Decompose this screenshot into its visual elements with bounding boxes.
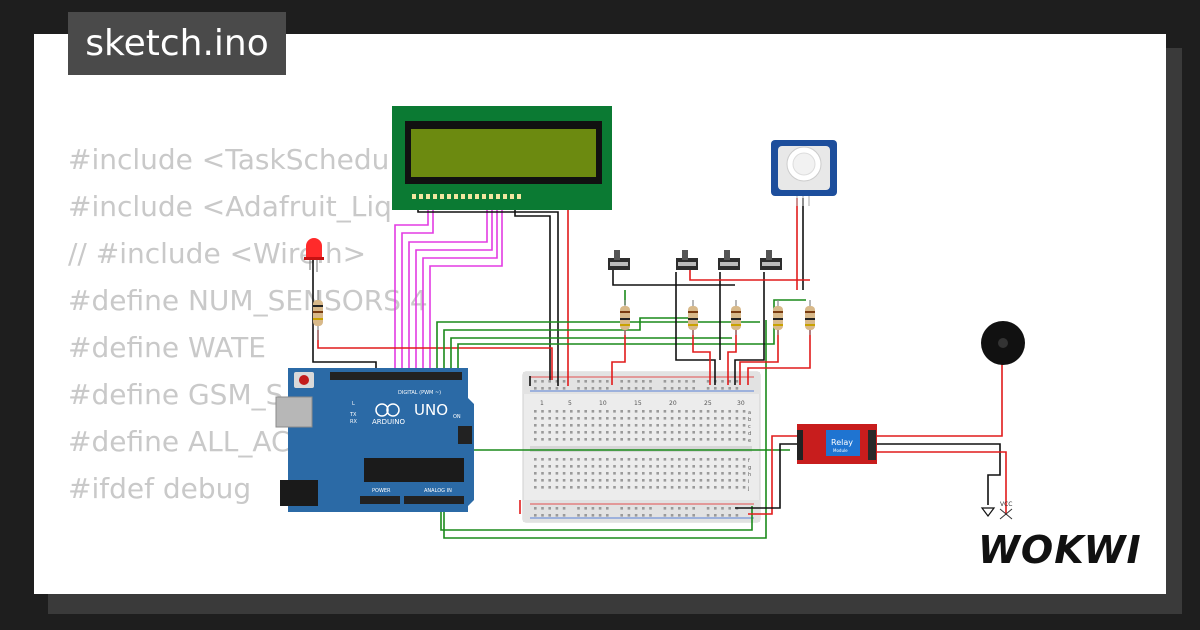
code-line: #define NUM_SENSORS 4: [68, 284, 428, 317]
wokwi-logo: WOKWI: [978, 528, 1142, 572]
resistor[interactable]: [773, 300, 783, 335]
breadboard-row-letter: e: [748, 438, 751, 444]
buzzer[interactable]: [981, 321, 1025, 365]
breadboard-row-letter: f: [748, 458, 750, 464]
resistor[interactable]: [688, 300, 698, 335]
breadboard-holes: [534, 380, 746, 517]
code-line: // #include <Wire.h>: [68, 237, 367, 270]
slide-switch[interactable]: [760, 250, 782, 270]
resistor[interactable]: [805, 300, 815, 335]
led-red[interactable]: [304, 238, 324, 272]
arduino-rx-label: RX: [350, 419, 357, 425]
breadboard-row-letter: i: [748, 479, 749, 485]
breadboard-row-letter: g: [748, 465, 751, 471]
slide-switch[interactable]: [608, 250, 630, 270]
arduino-on-label: ON: [453, 414, 461, 420]
arduino-brand-label: ARDUINO: [372, 418, 405, 426]
relay-label: Relay: [831, 438, 853, 447]
breadboard-number: 10: [599, 400, 607, 407]
breadboard-number: 5: [568, 400, 572, 407]
slide-switch[interactable]: [676, 250, 698, 270]
resistor[interactable]: [620, 300, 630, 335]
breadboard-row-letter: c: [748, 424, 751, 430]
arduino-digital-label: DIGITAL (PWM ~): [398, 390, 441, 396]
breadboard-number: 1: [540, 400, 544, 407]
arduino-tx-label: TX: [349, 412, 357, 418]
breadboard-row-letter: b: [748, 417, 751, 423]
breadboard-number: 15: [634, 400, 642, 407]
breadboard-row-letter: j: [747, 486, 749, 492]
code-line: #include <Adafruit_Liq: [68, 190, 392, 223]
arduino-l-label: L: [352, 401, 355, 407]
breadboard-row-letter: a: [748, 410, 751, 416]
lcd-display[interactable]: [392, 106, 612, 210]
code-line: #define WATE: [68, 331, 266, 364]
arduino-model-label: UNO: [414, 401, 448, 419]
relay-sublabel: Module: [833, 448, 848, 453]
wires: [312, 198, 1007, 539]
arduino-uno-board[interactable]: UNO ARDUINO DIGITAL (PWM ~) POWER ANALOG…: [275, 368, 474, 512]
breadboard-number: 30: [737, 400, 745, 407]
file-name-tag: sketch.ino: [68, 12, 286, 75]
relay-module[interactable]: Relay Module: [797, 424, 877, 464]
arduino-analog-label: ANALOG IN: [424, 488, 452, 494]
breadboard-row-letter: d: [748, 431, 751, 437]
slide-switch[interactable]: [718, 250, 740, 270]
ground-symbol: [980, 507, 996, 517]
vcc-label: VCC: [1000, 501, 1012, 508]
breadboard-row-letter: h: [748, 472, 751, 478]
lcd-pins: [412, 194, 521, 199]
pir-motion-sensor[interactable]: [771, 140, 837, 206]
code-line: #ifdef debug: [68, 472, 252, 505]
vcc-symbol: VCC: [999, 501, 1012, 520]
breadboard-number: 20: [669, 400, 677, 407]
resistor[interactable]: [313, 290, 323, 340]
code-line: #define GSM_S: [68, 378, 284, 411]
arduino-power-label: POWER: [372, 488, 391, 494]
breadboard-number: 25: [704, 400, 712, 407]
breadboard[interactable]: 1 5 10 15 20 25 30 a b c d e f g h i j: [522, 371, 761, 523]
resistor[interactable]: [731, 300, 741, 335]
code-line: #include <TaskSchedu: [68, 143, 390, 176]
